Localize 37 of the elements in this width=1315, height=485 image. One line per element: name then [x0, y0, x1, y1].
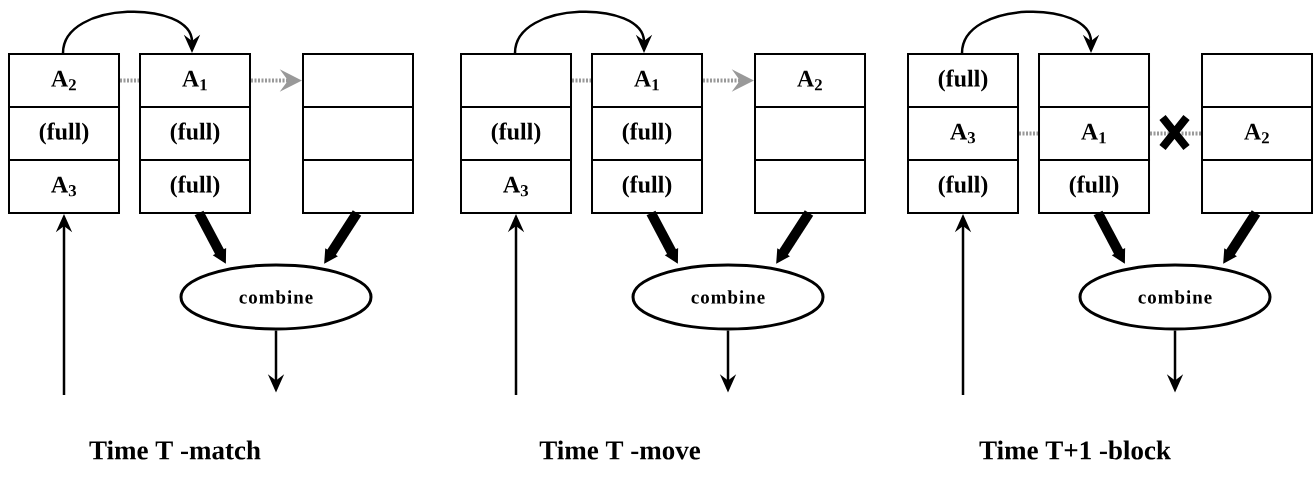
stack-cell: (full) — [591, 106, 703, 161]
stack-cell: (full) — [460, 106, 572, 161]
stack-cell: A$_{3}$ — [8, 159, 120, 214]
stack-cell: A$_{2}$ — [8, 53, 120, 108]
empty-cell — [460, 53, 572, 108]
stack-cell: (full) — [591, 159, 703, 214]
stack-cell: (full) — [907, 53, 1019, 108]
stack-cell: A$_{1}$ — [1038, 106, 1150, 161]
curved-arrow — [513, 10, 653, 54]
empty-cell — [1038, 53, 1150, 108]
empty-cell — [1201, 159, 1313, 214]
empty-cell — [302, 159, 414, 214]
stack-cell: A$_{3}$ — [907, 106, 1019, 161]
stack-cell: (full) — [1038, 159, 1150, 214]
connector-line — [1150, 131, 1201, 136]
empty-cell — [754, 106, 866, 161]
curved-arrow — [960, 10, 1100, 54]
curved-arrow — [61, 10, 201, 54]
stack-cell: A$_{2}$ — [754, 53, 866, 108]
stack-cell: A$_{1}$ — [139, 53, 251, 108]
stack-cell: (full) — [8, 106, 120, 161]
connector-line — [572, 78, 591, 83]
caption: Time T+1 -block — [979, 440, 1171, 460]
empty-cell — [754, 159, 866, 214]
empty-cell — [302, 106, 414, 161]
stack-cell: A$_{1}$ — [591, 53, 703, 108]
stack-cell: A$_{3}$ — [460, 159, 572, 214]
empty-cell — [302, 53, 414, 108]
stack-cell: (full) — [139, 159, 251, 214]
caption: Time T -match — [89, 440, 261, 460]
empty-cell — [1201, 53, 1313, 108]
caption: Time T -move — [539, 440, 701, 460]
stack-cell: (full) — [139, 106, 251, 161]
stack-cell: (full) — [907, 159, 1019, 214]
stack-cell: A$_{2}$ — [1201, 106, 1313, 161]
connector-line — [1019, 131, 1038, 136]
connector-line — [120, 78, 139, 83]
